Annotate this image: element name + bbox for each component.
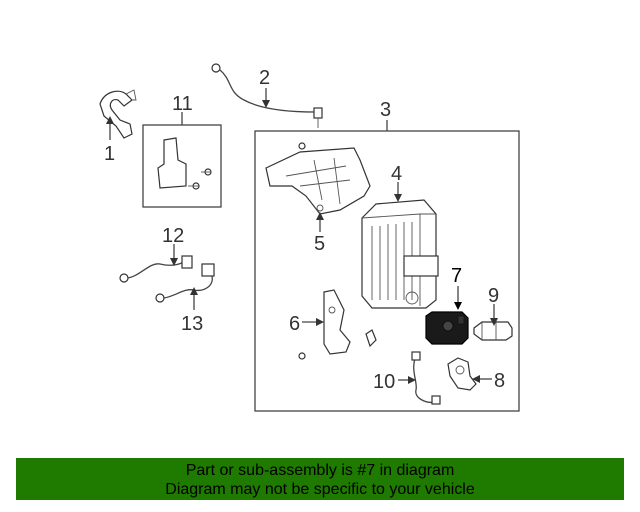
parts-diagram: 1 2 11 3 5 4: [99, 63, 520, 412]
part-11-bracket[interactable]: [157, 137, 212, 190]
callout-7: 7: [451, 265, 462, 287]
arrow-5: [316, 212, 324, 220]
banner-line-2: Diagram may not be specific to your vehi…: [165, 481, 475, 498]
callout-10: 10: [373, 371, 395, 393]
part-5-bracket[interactable]: [265, 142, 371, 215]
part-12-sensor[interactable]: [119, 255, 193, 283]
callout-13: 13: [181, 313, 203, 335]
arrow-8: [472, 375, 480, 383]
arrow-7: [454, 302, 462, 310]
callout-8: 8: [494, 370, 505, 392]
arrow-10: [408, 376, 416, 384]
part-6-bracket[interactable]: [298, 289, 377, 360]
arrow-4: [394, 194, 402, 202]
banner-line-1: Part or sub-assembly is #7 in diagram: [185, 462, 455, 479]
part-2-wire[interactable]: [211, 63, 323, 128]
part-9-connector[interactable]: [473, 321, 513, 341]
callout-3: 3: [380, 99, 391, 121]
arrow-2: [262, 100, 270, 108]
arrow-6: [316, 318, 324, 326]
callout-4: 4: [391, 163, 402, 185]
part-8-valve[interactable]: [447, 357, 477, 391]
part-7-module[interactable]: [425, 311, 469, 345]
part-13-sensor[interactable]: [155, 263, 215, 303]
info-banner: Part or sub-assembly is #7 in diagram Di…: [16, 458, 624, 500]
callout-12: 12: [162, 225, 184, 247]
callout-1: 1: [104, 143, 115, 165]
arrow-13: [190, 287, 198, 295]
callout-6: 6: [289, 313, 300, 335]
callout-2: 2: [259, 67, 270, 89]
callout-5: 5: [314, 233, 325, 255]
arrow-12: [170, 258, 178, 266]
arrow-1: [106, 116, 114, 124]
arrow-9: [490, 318, 498, 326]
callout-9: 9: [488, 285, 499, 307]
part-4-canister[interactable]: [361, 199, 439, 309]
part-10-wire[interactable]: [411, 351, 441, 405]
part-1-hose[interactable]: [99, 89, 137, 139]
callout-11: 11: [172, 93, 193, 115]
